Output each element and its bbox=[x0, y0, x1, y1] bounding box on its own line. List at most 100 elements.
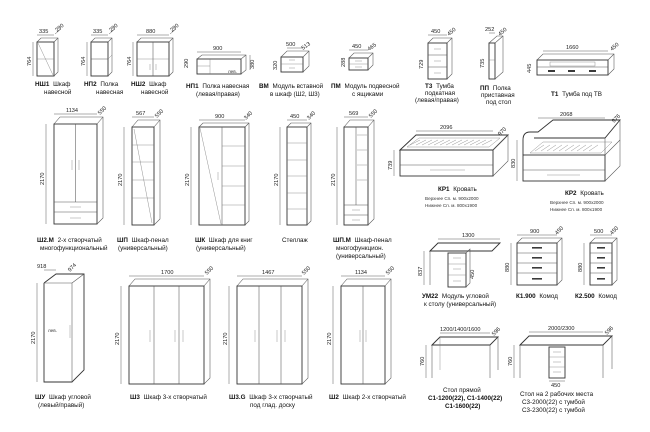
np2-dim-depth: 290 bbox=[108, 23, 119, 34]
np2-drawing bbox=[90, 37, 113, 77]
sh2m-caption: Ш2.М 2-х створчатый многофункциональный bbox=[37, 236, 108, 252]
um22-drawing bbox=[428, 242, 502, 288]
k2500-drawing bbox=[589, 237, 618, 286]
nsh1-caption-line2: навесной bbox=[44, 88, 72, 96]
sh3-caption: Ш3 Шкаф 3-х створчатый bbox=[130, 393, 207, 401]
item-nsh1: 335 290 764 НШ1 Шкаф навесной bbox=[27, 23, 72, 96]
item-vm: 500 513 320 ВМ Модуль вставной в шкаф (Ш… bbox=[259, 41, 325, 98]
stellazh-dim-depth: 340 bbox=[306, 111, 317, 122]
item-shk: 900 340 2170 ШК Шкаф для книг (универсал… bbox=[185, 111, 254, 252]
sh3g-caption: Ш3.G Шкаф 3-х створчатый под глад. доску bbox=[229, 393, 314, 409]
shu-drawing bbox=[43, 273, 85, 383]
nsh1-dim-height: 764 bbox=[27, 57, 33, 66]
item-pp: 252 450 735 ПП Полка приставная под стол bbox=[480, 27, 515, 106]
nsh1-dim-depth: 290 bbox=[54, 23, 65, 34]
t1-dim-height: 445 bbox=[527, 64, 533, 73]
item-sh3g: 1467 550 2170 Ш3.G Шкаф 3-х створчатый п… bbox=[223, 266, 314, 409]
kr2-sub-line1: Верхнее Сп. м. 900х2000 bbox=[550, 200, 604, 205]
item-nsh2: 880 290 764 НШ2 Шкаф навесной bbox=[127, 23, 180, 96]
item-stol-2-mesta: 2000/2300 596 760 450 Стол на 2 рабочих … bbox=[508, 326, 615, 414]
np2-caption: НП2 Полка навесная bbox=[84, 81, 123, 96]
item-k2500: 500 450 880 К2.500 Комод bbox=[575, 226, 620, 300]
item-np1: лев. 900 290 380 НП1 Полка навесная (лев… bbox=[184, 46, 256, 98]
sh2m-dim-depth: 550 bbox=[97, 106, 108, 117]
nsh2-dim-width: 880 bbox=[146, 29, 155, 35]
t3-drawing bbox=[427, 37, 453, 80]
kr2-dim-width: 2068 bbox=[560, 112, 572, 118]
nsh2-dim-depth: 290 bbox=[169, 23, 180, 34]
t3-dim-depth: 450 bbox=[446, 27, 457, 38]
kr2-dim-height: 830 bbox=[511, 159, 517, 168]
kr1-dim-height: 739 bbox=[388, 161, 394, 170]
sh2-dim-depth: 550 bbox=[385, 266, 396, 277]
shk-dim-width: 900 bbox=[215, 114, 224, 120]
pm-drawing bbox=[348, 52, 374, 71]
item-sh2m: 1134 550 2170 Ш2.М 2-х створчатый многоф… bbox=[37, 106, 108, 252]
pm-dim-height: 288 bbox=[341, 58, 347, 67]
k2500-dim-depth: 450 bbox=[609, 226, 620, 237]
pm-dim-depth: 465 bbox=[367, 42, 378, 52]
nsh1-caption-line1: Шкаф bbox=[53, 81, 70, 88]
np1-drawing bbox=[196, 54, 247, 75]
stol-pryamoy-dim-width: 1200/1400/1600 bbox=[440, 327, 480, 333]
np1-dim-height: 380 bbox=[250, 60, 256, 69]
sh3-dim-depth: 550 bbox=[204, 266, 215, 277]
shp-dim-depth: 550 bbox=[154, 109, 165, 120]
t3-caption: Т3 Тумба подкатная (левая/правая) bbox=[415, 82, 459, 104]
sh3g-drawing bbox=[236, 278, 309, 385]
stol-pryamoy-dim-depth: 596 bbox=[491, 327, 502, 338]
t1-dim-depth: 450 bbox=[609, 42, 620, 53]
vm-drawing bbox=[280, 50, 310, 73]
stol-2-mesta-dim-height: 760 bbox=[508, 357, 514, 366]
sh2-caption: Ш2 Шкаф 2-х створчатый bbox=[329, 393, 406, 401]
item-pm: 450 465 288 ПМ Модуль подвесной с ящикам… bbox=[331, 42, 401, 98]
stellazh-dim-width: 450 bbox=[290, 114, 299, 120]
vm-dim-height: 320 bbox=[273, 61, 279, 70]
pp-drawing bbox=[488, 35, 504, 80]
shp-caption: ШП Шкаф-пенал (универсальный) bbox=[117, 237, 170, 252]
pp-dim-depth: 450 bbox=[497, 27, 508, 38]
stol-pryamoy-drawing bbox=[430, 336, 500, 378]
stol-2-mesta-dim-width: 2000/2300 bbox=[548, 326, 574, 332]
t1-drawing bbox=[536, 53, 615, 76]
vm-dim-depth: 513 bbox=[301, 41, 312, 51]
shu-dim-depth: 974 bbox=[67, 263, 78, 274]
shk-drawing bbox=[198, 122, 250, 226]
k1900-dim-height: 880 bbox=[505, 263, 511, 272]
kr1-dim-width: 2096 bbox=[440, 125, 452, 131]
shpm-dim-height: 2170 bbox=[331, 174, 337, 186]
k1900-drawing bbox=[516, 237, 563, 286]
stellazh-dim-height: 2170 bbox=[274, 174, 280, 186]
nsh2-dim-height: 764 bbox=[127, 57, 133, 66]
um22-dim-depth: 837 bbox=[418, 267, 424, 276]
np2-dim-height: 764 bbox=[81, 57, 87, 66]
k1900-dim-depth: 450 bbox=[554, 226, 565, 237]
sh3-dim-height: 2170 bbox=[115, 333, 121, 345]
sh3g-dim-height: 2170 bbox=[223, 333, 229, 345]
sh2-dim-height: 2170 bbox=[327, 333, 333, 345]
k1900-dim-width: 900 bbox=[530, 229, 539, 235]
k2500-dim-width: 500 bbox=[594, 229, 603, 235]
kr2-drawing bbox=[522, 119, 621, 182]
item-stellazh: 450 340 2170 Стеллаж bbox=[274, 111, 317, 244]
stellazh-drawing bbox=[286, 122, 312, 226]
sh2m-dim-width: 1134 bbox=[66, 108, 78, 114]
t3-dim-height: 729 bbox=[419, 60, 425, 69]
item-shp: 567 550 2170 ШП Шкаф-пенал (универсальны… bbox=[117, 109, 170, 252]
t1-caption: Т1 Тумба под ТВ bbox=[551, 90, 602, 98]
t1-dim-width: 1660 bbox=[566, 45, 578, 51]
stol-2-mesta-dim-tumba: 450 bbox=[551, 383, 560, 389]
vm-caption: ВМ Модуль вставной в шкаф (Ш2, Ш3) bbox=[259, 82, 325, 98]
kr2-caption: КР2 Кровать bbox=[565, 190, 604, 197]
nsh1-dim-width: 335 bbox=[39, 29, 48, 35]
sh3g-dim-width: 1467 bbox=[262, 270, 274, 276]
pm-caption: ПМ Модуль подвесной с ящиками bbox=[331, 82, 401, 98]
item-sh3: 1700 550 2170 Ш3 Шкаф 3-х створчатый bbox=[115, 266, 215, 401]
item-stol-pryamoy: 1200/1400/1600 596 760 Стол прямой С1-12… bbox=[420, 327, 502, 410]
kr2-dim-depth: 976 bbox=[611, 114, 622, 125]
shp-drawing bbox=[131, 119, 161, 226]
nsh2-caption: НШ2 Шкаф навесной bbox=[131, 81, 169, 96]
shk-dim-height: 2170 bbox=[185, 174, 191, 186]
item-sh2: 1134 550 2170 Ш2 Шкаф 2-х створчатый bbox=[327, 266, 406, 401]
